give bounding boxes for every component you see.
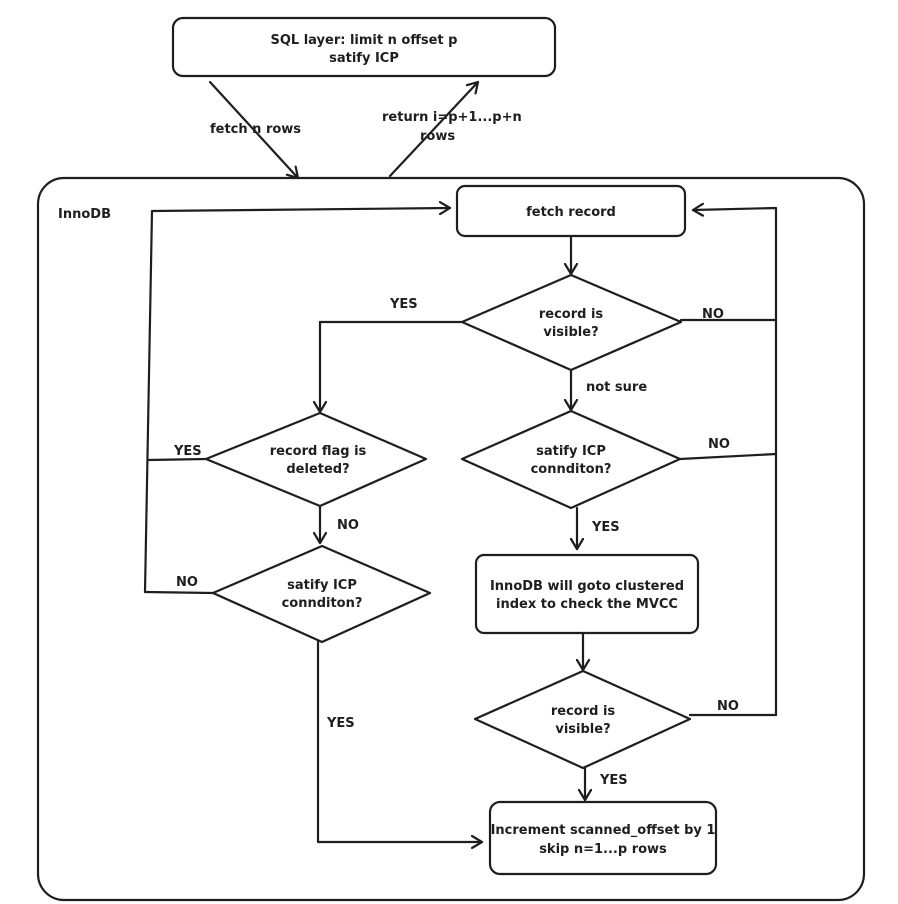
line-icp-right-no <box>678 452 778 461</box>
label-icp-right-no: NO <box>708 437 730 452</box>
visible2-line1: record is <box>551 704 616 719</box>
innodb-label: InnoDB <box>58 207 111 222</box>
clustered-line2: index to check the MVCC <box>496 597 678 612</box>
sql-layer-line2: satify ICP <box>329 51 399 66</box>
label-not-sure: not sure <box>586 380 647 395</box>
arrow-icp-left-yes <box>316 640 484 842</box>
arrow-left-loop <box>143 208 452 594</box>
label-visible2-yes: YES <box>599 773 628 788</box>
increment-box <box>488 800 718 876</box>
increment-line1: Increment scanned_offset by 1 <box>491 823 716 838</box>
sql-layer-box <box>171 16 557 78</box>
clustered-index-box <box>474 553 700 635</box>
fetch-n-rows-label: fetch n rows <box>210 122 301 137</box>
label-visible2-no: NO <box>717 699 739 714</box>
label-deleted-no: NO <box>337 518 359 533</box>
increment-line2: skip n=1...p rows <box>539 842 667 857</box>
visible2-diamond <box>473 669 692 770</box>
line-icp-left-no <box>143 590 215 595</box>
label-icp-left-yes: YES <box>326 716 355 731</box>
line-deleted-yes <box>146 457 208 462</box>
label-visible1-yes: YES <box>389 297 418 312</box>
icp-left-line1: satify ICP <box>287 578 357 593</box>
icp-left-line2: connditon? <box>282 596 363 611</box>
label-icp-left-no: NO <box>176 575 198 590</box>
icp-right-line2: connditon? <box>531 462 612 477</box>
label-deleted-yes: YES <box>173 444 202 459</box>
fetch-n-rows-arrow <box>208 80 300 180</box>
label-visible1-no: NO <box>702 307 724 322</box>
return-rows-label-line1: return i=p+1...p+n <box>382 110 522 125</box>
sql-layer-line1: SQL layer: limit n offset p <box>271 33 458 48</box>
icp-right-line1: satify ICP <box>536 444 606 459</box>
deleted-line2: deleted? <box>286 462 349 477</box>
icp-left-diamond <box>211 544 432 644</box>
arrow-right-loop <box>691 208 778 717</box>
icp-right-diamond <box>460 409 682 510</box>
label-icp-right-yes: YES <box>591 520 620 535</box>
arrow-visible1-yes <box>320 320 464 414</box>
deleted-line1: record flag is <box>270 444 367 459</box>
visible1-line2: visible? <box>543 325 598 340</box>
innodb-container <box>36 176 866 902</box>
visible2-line2: visible? <box>555 722 610 737</box>
clustered-line1: InnoDB will goto clustered <box>490 579 684 594</box>
return-rows-arrow <box>388 80 480 178</box>
return-rows-label-line2: rows <box>420 129 455 144</box>
fetch-record-label: fetch record <box>526 205 616 220</box>
visible1-line1: record is <box>539 307 604 322</box>
